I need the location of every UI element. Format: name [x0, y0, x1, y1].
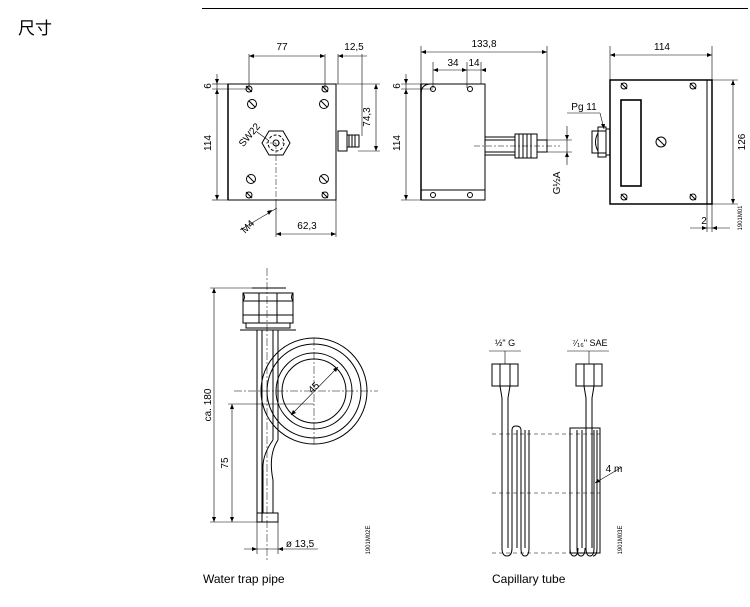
front-mount-screws — [246, 99, 329, 184]
capillary-coils — [492, 425, 601, 557]
front-label-sw22: SW22 — [237, 121, 263, 149]
back-dim-126: 126 — [737, 133, 748, 150]
side-view — [401, 46, 572, 201]
side-dim-34: 34 — [447, 58, 459, 69]
front-side-fitting — [337, 130, 360, 152]
cap-label-g: ½" G — [495, 338, 515, 348]
back-view — [567, 46, 738, 232]
capillary-sae-fitting — [567, 350, 609, 425]
front-dim-62-3: 62,3 — [297, 221, 317, 232]
water-trap-nut — [240, 287, 296, 331]
side-shaft — [474, 133, 560, 159]
trap-dim-diameter: ø 13,5 — [286, 539, 315, 550]
trap-dim-45: 45 — [306, 380, 322, 396]
front-dim-114: 114 — [203, 135, 214, 151]
capillary-drawing — [489, 350, 623, 557]
back-cable-gland — [591, 126, 611, 158]
front-dim-6: 6 — [203, 83, 214, 89]
capillary-caption: Capillary tube — [492, 572, 566, 586]
page-title: 尺寸 — [18, 19, 52, 39]
back-dim-2: 2 — [701, 216, 707, 227]
back-code: 1901M01 — [738, 205, 744, 231]
water-trap-drawing — [210, 268, 378, 560]
cap-code: 1901M03E — [618, 525, 624, 554]
title-rule — [202, 8, 748, 9]
front-view — [212, 54, 380, 237]
front-dim-74-3: 74,3 — [362, 107, 373, 127]
trap-dim-75: 75 — [220, 457, 231, 469]
water-trap-caption: Water trap pipe — [203, 572, 285, 586]
front-label-m4: M4 — [239, 218, 257, 236]
trap-code: 1901M02E — [366, 525, 372, 554]
trap-dim-ca180: ca. 180 — [203, 388, 214, 421]
side-label-g: G½A — [552, 171, 563, 194]
cap-label-4m: 4 m — [606, 464, 623, 475]
front-dim-77: 77 — [276, 42, 288, 53]
side-dim-114: 114 — [392, 135, 403, 151]
front-dim-12-5: 12,5 — [344, 42, 364, 53]
side-dim-6: 6 — [392, 83, 403, 89]
capillary-g-fitting — [489, 350, 521, 425]
back-dim-114: 114 — [654, 42, 670, 53]
cap-label-sae: ⁷⁄₁₆" SAE — [572, 338, 607, 348]
back-label-pg11: Pg 11 — [571, 102, 597, 113]
side-dim-133-8: 133,8 — [471, 39, 496, 50]
side-dim-14: 14 — [468, 58, 480, 69]
